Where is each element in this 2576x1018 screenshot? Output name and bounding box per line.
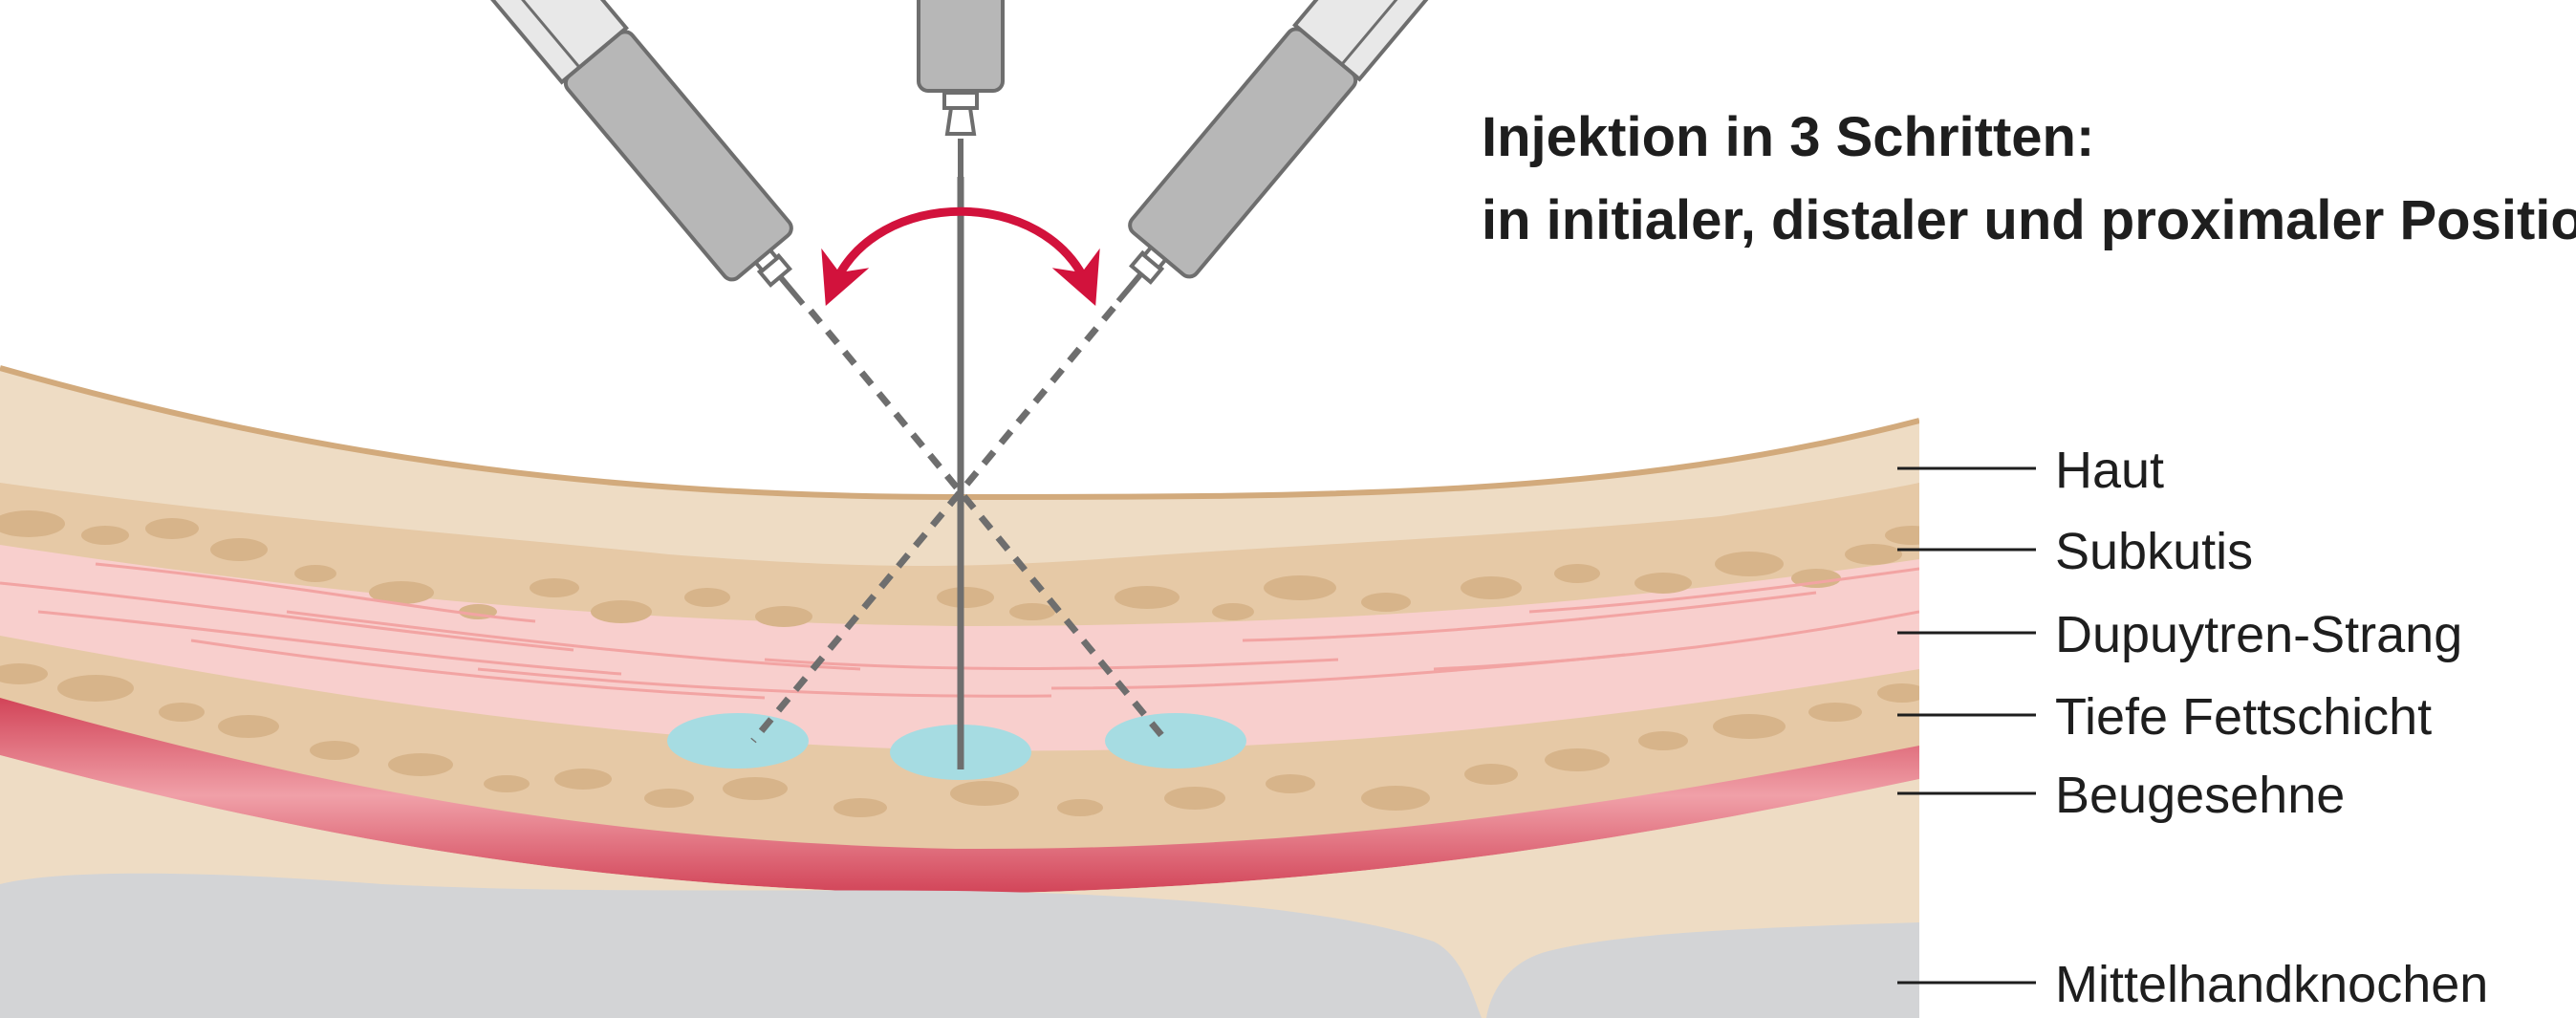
label-haut: Haut — [2055, 442, 2164, 499]
fett-fat-blobs — [0, 663, 1919, 817]
syringe-center — [917, 0, 1005, 177]
label-tiefe-fettschicht: Tiefe Fettschicht — [2055, 688, 2432, 746]
strang-fibers — [0, 562, 1919, 700]
deposit-distal — [667, 713, 809, 769]
subkutis-fat-blobs — [0, 510, 1919, 627]
label-beugesehne: Beugesehne — [2055, 767, 2345, 824]
tissue-cross-section — [0, 365, 1919, 1018]
double-arrow-icon — [821, 206, 1100, 306]
beugesehne-layer — [0, 698, 1919, 894]
needle-path-right — [750, 305, 1116, 744]
mittelhandknochen-layer — [0, 873, 1919, 1018]
title-line-1: Injektion in 3 Schritten: — [1482, 106, 2094, 168]
title-line-2: in initialer, distaler und proximaler Po… — [1482, 189, 2576, 251]
syringe-left — [448, 0, 806, 306]
injection-deposits — [667, 713, 1246, 780]
label-mittelhandknochen: Mittelhandknochen — [2055, 956, 2488, 1013]
label-dupuytren-strang: Dupuytren-Strang — [2055, 606, 2462, 663]
leader-lines — [1897, 466, 2036, 985]
syringe-icon — [448, 0, 1473, 306]
needle-path-left — [808, 308, 1169, 744]
deposit-proximal — [1105, 713, 1246, 769]
label-subkutis: Subkutis — [2055, 523, 2253, 580]
syringe-right — [1115, 0, 1473, 303]
